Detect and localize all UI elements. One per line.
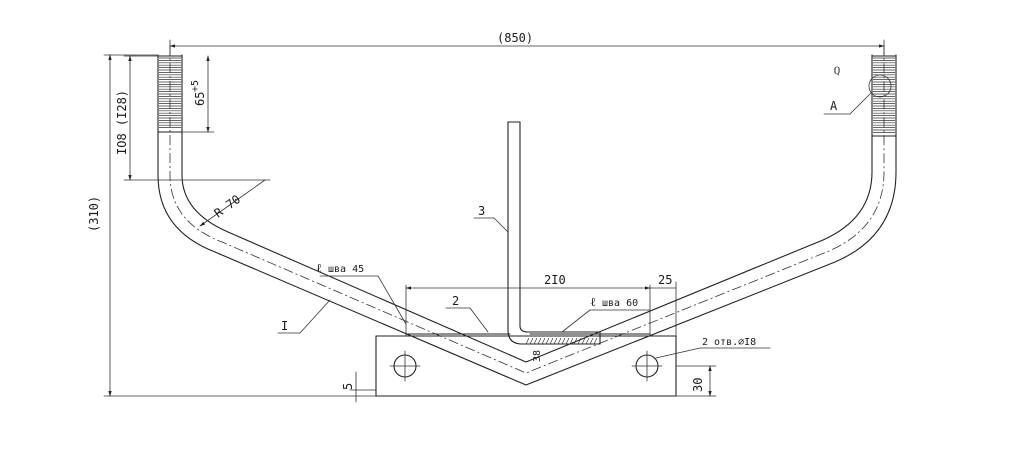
- overall-height-label: (310): [87, 196, 101, 232]
- thread-length-label: IO8 (I28): [115, 90, 129, 155]
- leader-weld-left: ℓ шва 45: [316, 261, 407, 325]
- dimension-plate-width: 2I0: [405, 273, 651, 290]
- dimension-pipe-gap: 38: [532, 350, 543, 362]
- bend-radius-label: R 70: [212, 192, 244, 220]
- leader-part-2: 2: [445, 294, 489, 333]
- corner-mark: ℚ: [834, 66, 840, 77]
- thread-left: [157, 55, 183, 133]
- dimension-thread-short: 65 +5: [181, 55, 215, 133]
- hole-left: [389, 350, 421, 382]
- overall-width-label: (850): [497, 31, 533, 45]
- hole-right: [631, 350, 663, 382]
- weld-right-symbol: ℓ: [590, 295, 596, 309]
- weld-mark: [589, 337, 594, 345]
- weld-mark: [541, 337, 546, 345]
- plate-width-label: 2I0: [544, 273, 566, 287]
- edge-offset-label: 25: [658, 273, 672, 287]
- holes-label: 2 отв.∅I8: [702, 337, 756, 348]
- weld-mark: [557, 337, 562, 345]
- dimension-overall-height: (310): [87, 54, 377, 397]
- weld-mark: [581, 337, 586, 345]
- part-2-label: 2: [452, 294, 459, 308]
- thread-short-label: 65: [193, 92, 207, 106]
- weld-mark: [545, 337, 550, 345]
- leader-part-3: 3: [473, 204, 509, 233]
- weld-mark: [569, 337, 574, 345]
- weld-mark: [561, 337, 566, 345]
- plate-bottom-label: 30: [691, 378, 705, 392]
- weld-mark: [549, 337, 554, 345]
- weld-left-symbol: ℓ: [316, 261, 322, 275]
- dimension-thread-length: IO8 (I28): [115, 55, 271, 181]
- leader-holes: 2 отв.∅I8: [655, 337, 771, 359]
- dimension-overall-width: (850): [169, 31, 885, 57]
- dimension-edge-offset: 25: [649, 273, 677, 337]
- leader-detail-a: A ℚ: [823, 66, 892, 115]
- weld-mark: [529, 337, 534, 345]
- weld-mark: [553, 337, 558, 345]
- weld-mark: [525, 337, 530, 345]
- thread-tol-label: +5: [190, 80, 201, 92]
- detail-a-label: A: [830, 99, 838, 113]
- pipe-gap-label: 38: [532, 350, 543, 362]
- leader-weld-right: ℓ шва 60: [561, 295, 651, 333]
- dimension-plate-bottom: 30: [675, 365, 717, 397]
- u-bolt: [157, 45, 897, 386]
- dimension-bend-radius: R 70: [199, 179, 266, 227]
- weld-mark: [573, 337, 578, 345]
- weld-mark: [533, 337, 538, 345]
- weld-mark: [593, 337, 598, 345]
- weld-left-label: шва 45: [328, 264, 364, 275]
- part-1-label: I: [281, 319, 288, 333]
- bottom-gap-label: 5: [341, 383, 355, 390]
- weld-mark: [537, 337, 542, 345]
- dimension-bottom-gap: 5: [341, 371, 377, 403]
- weld-mark: [577, 337, 582, 345]
- leader-part-1: I: [277, 299, 331, 334]
- vertical-rod: [507, 121, 601, 345]
- weld-right-label: шва 60: [602, 298, 638, 309]
- weld-mark: [565, 337, 570, 345]
- weld-mark: [585, 337, 590, 345]
- part-3-label: 3: [478, 204, 485, 218]
